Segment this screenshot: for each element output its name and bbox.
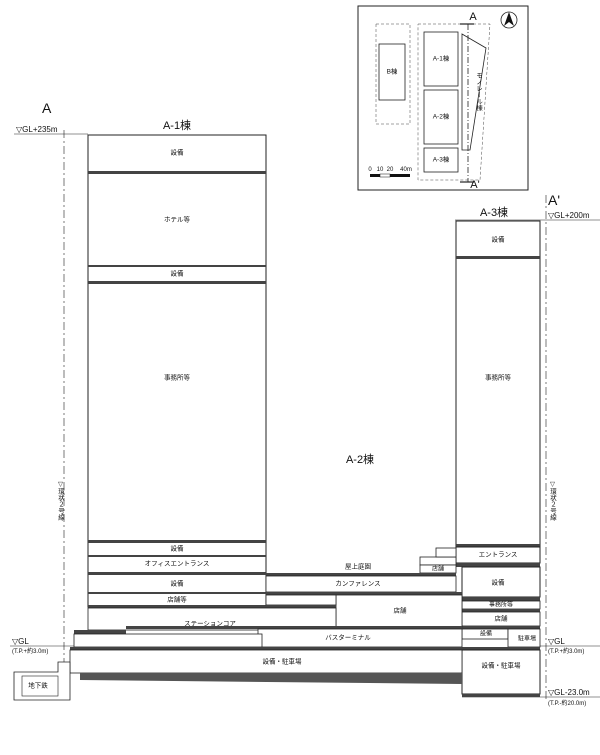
a3-slab [462,597,540,601]
a1-floor-label: オフィスエントランス [145,560,210,568]
road-label-left: ▽環状２号線 [57,480,65,521]
a2-roof-step-upper [435,547,457,558]
a3-floor-label: 設備 [492,578,506,587]
a2-gl-slab [70,647,462,650]
key-map-b-site [375,23,411,125]
key-map-b-building [378,43,406,101]
a3-floor-label: エントランス [479,551,518,559]
key-map-a1-label: A-1棟 [433,54,450,63]
a2-floor-label: 設備・駐車場 [263,657,303,666]
a3-floor-label: 設備 [492,235,506,244]
a2-floor-label: 店舗 [432,565,444,573]
key-map: B棟 A-1棟 A-2棟 A-3棟 モノレール棟 A A' 0 10 20 [357,5,529,191]
level-a3-top: ▽GL+200m [548,211,590,220]
scale-tick-0: 0 [368,167,372,173]
key-map-a2 [423,89,459,145]
tower-a1-label: A-1棟 [163,118,191,132]
a2-slab [266,573,456,576]
a3-slab [456,563,540,567]
level-gl-left-sub: (T.P.+約3.0m) [12,647,48,655]
key-map-mono-label: モノレール棟 [475,72,483,113]
a2-floor-label: バスターミナル [325,633,371,642]
level-gl-left: ▽GL [12,637,29,646]
a1-slab [88,592,266,594]
a1-slab [88,605,266,608]
key-map-a2-label: A-2棟 [433,112,450,121]
a1-slab [88,265,266,267]
section-end-label: A' [548,192,560,208]
key-map-a1 [423,31,459,87]
key-map-a3-label: A-3棟 [433,155,450,164]
podium-a2: A-2棟 店舗 屋上庭園 カンファレンス 店舗 ステーションコア バスターミナル… [13,452,463,701]
scale-bar: 0 10 20 40m [368,167,412,178]
a1-floor-label: 店舗等 [167,595,187,604]
north-arrow-pointer-icon [504,12,514,26]
tower-a2-label: A-2棟 [346,452,374,466]
a2-station-core [87,607,337,631]
scale-tick-3: 40m [400,167,412,173]
a1-slab [88,555,266,557]
key-map-b-label: B棟 [387,67,398,76]
tower-a3: A-3棟 設備 事務所等 エントランス 設備 事務所等 店舗 設備 駐車場 設備… [455,205,541,697]
road-label-right: ▽環状２号線 [549,480,557,521]
a1-floor-label: ホテル等 [164,215,191,224]
tower-a1: A-1棟 設備 ホテル等 設備 事務所等 設備 オフィスエントランス 設備 店舗… [87,118,267,608]
a3-slab [456,544,540,547]
level-gl-right-sub: (T.P.+約3.0m) [548,647,584,655]
a3-floor-label: 駐車場 [518,635,536,643]
a2-slab [266,605,336,608]
a2-slab [126,626,462,629]
a2-slab [74,630,126,634]
a2-floor-label: 店舗 [394,606,408,615]
a3-floor-label: 事務所等 [485,373,512,382]
a3-slab [462,694,540,697]
subway-inner [21,675,59,697]
a1-floor-label: 設備 [171,579,185,588]
subway-box [13,661,71,701]
section-start-label: A [42,100,52,116]
a1-slab [88,540,266,543]
level-a1-top: ▽GL+235m [16,125,58,134]
scale-tick-1: 10 [377,167,384,173]
level-gl-right: ▽GL [548,637,565,646]
a2-floor-label: ステーションコア [184,620,236,628]
a2-mezz [265,594,337,606]
a2-basement-slab [80,673,462,684]
tower-a3-outline [455,220,541,547]
a1-slab [88,281,266,284]
a1-floor-label: 事務所等 [164,373,191,382]
a3-floor-label: 事務所等 [489,601,513,609]
a2-roof-step [419,556,457,566]
scale-tick-2: 20 [387,167,394,173]
a1-slab [88,572,266,575]
a3-slab [456,256,540,259]
tower-a3-label: A-3棟 [480,205,508,219]
a1-floor-label: 設備 [171,544,185,553]
a3-slab [462,609,540,612]
level-bottom-sub: (T.P.-約20.0m) [548,699,586,707]
a3-floor-label: 店舗 [495,614,509,623]
a2-floor-label: 屋上庭園 [345,562,371,571]
a2-floor-label: カンファレンス [335,580,380,588]
a3-floor-label: 設備・駐車場 [482,661,522,670]
a3-slab [462,626,540,629]
a2-floor-label: 地下鉄 [28,681,48,690]
level-bottom: ▽GL-23.0m [548,688,590,697]
key-map-north-label: A [469,11,477,23]
a2-shop-big [335,594,463,628]
a2-slab [266,592,462,595]
a3-slab [462,647,540,650]
a1-slab [88,171,266,174]
key-map-a3 [423,147,459,173]
a3-floor-label: 設備 [480,630,492,638]
a2-ground-concourse [73,633,263,648]
key-map-south-label: A' [470,179,479,191]
a1-floor-label: 設備 [171,148,185,157]
a3-basement [461,649,541,695]
tower-a1-outline [87,134,267,608]
a1-floor-label: 設備 [171,269,185,278]
